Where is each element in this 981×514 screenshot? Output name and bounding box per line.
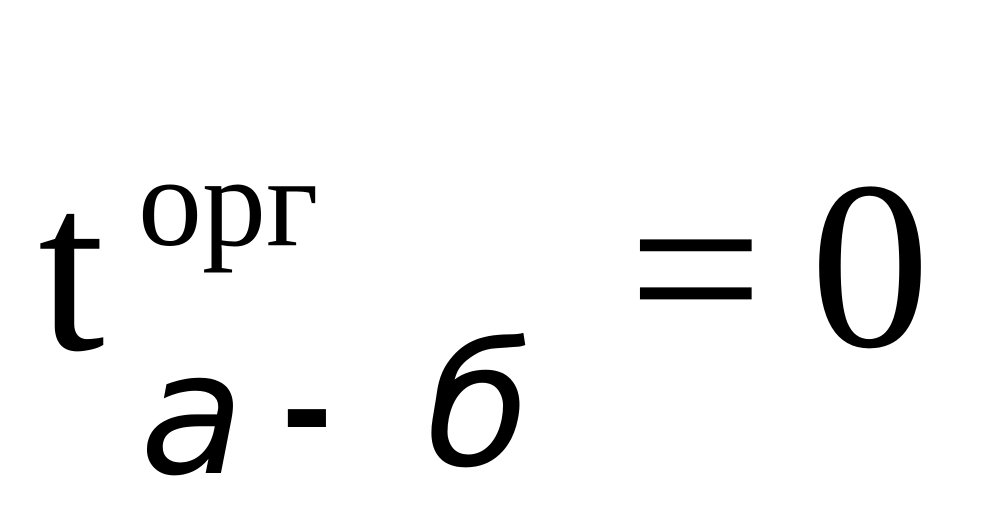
formula-subscript-separator: - xyxy=(282,321,332,489)
formula-subscript-right: б xyxy=(426,308,531,506)
formula-subscript-left: а xyxy=(140,316,245,514)
formula-superscript: орг xyxy=(138,131,319,273)
formula-base: t xyxy=(38,135,105,401)
formula-operator: = xyxy=(628,135,764,401)
formula-value: 0 xyxy=(810,132,930,398)
